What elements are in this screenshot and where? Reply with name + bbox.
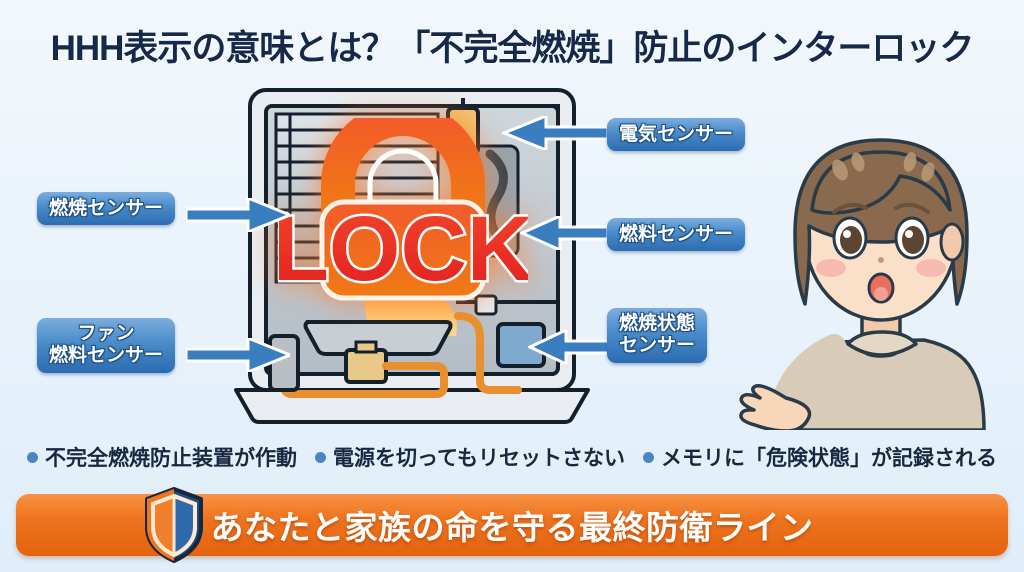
bullet-dot-icon — [27, 451, 39, 463]
callout-combustion-sensor[interactable]: 燃焼センサー — [37, 192, 176, 226]
callout-line: センサー — [619, 335, 696, 357]
bullet-label: 電源を切ってもリセットさない — [333, 447, 625, 470]
arrow-fuel-sensor — [520, 216, 608, 250]
feature-bullets: 不完全燃焼防止装置が作動 電源を切ってもリセットさない メモリに「危険状態」が記… — [0, 442, 1024, 472]
shield-icon — [144, 487, 204, 563]
callout-fuel-sensor[interactable]: 燃料センサー — [607, 218, 746, 252]
bullet-item: 不完全燃焼防止装置が作動 — [27, 442, 297, 472]
callout-line: 燃料センサー — [619, 224, 734, 245]
banner-label: あなたと家族の命を守る最終防衛ライン — [210, 509, 814, 546]
page-title: HHH表示の意味とは？「不完全燃焼」防止のインターロック — [50, 29, 975, 68]
callout-line: 燃焼センサー — [49, 198, 164, 219]
bullet-label: メモリに「危険状態」が記録される — [660, 447, 997, 470]
arrow-combustion-sensor — [186, 198, 290, 232]
arrow-combustion-state-sensor — [528, 330, 610, 364]
bullet-label: 不完全燃焼防止装置が作動 — [45, 447, 298, 470]
callout-line: ファン — [77, 323, 135, 344]
bullet-dot-icon — [315, 451, 327, 463]
bullet-item: 電源を切ってもリセットさない — [315, 442, 625, 472]
callout-line: 燃焼状態 — [619, 313, 696, 334]
electric-sensor-part — [446, 106, 480, 156]
callout-line: 燃料センサー — [49, 345, 164, 367]
arrow-fan-fuel-sensor — [186, 338, 290, 372]
character-illustration — [730, 92, 1020, 430]
bullet-dot-icon — [642, 451, 654, 463]
callout-line: 電気センサー — [619, 124, 734, 145]
arrow-electric-sensor — [502, 116, 608, 150]
eyes — [832, 202, 930, 260]
callout-fan-fuel-sensor[interactable]: ファン 燃料センサー — [37, 318, 176, 373]
burner-assembly — [303, 320, 453, 384]
callout-combustion-state-sensor[interactable]: 燃焼状態 センサー — [607, 308, 708, 363]
fan-blades — [470, 144, 520, 258]
bullet-item: メモリに「危険状態」が記録される — [642, 442, 997, 472]
callout-electric-sensor[interactable]: 電気センサー — [607, 118, 746, 152]
